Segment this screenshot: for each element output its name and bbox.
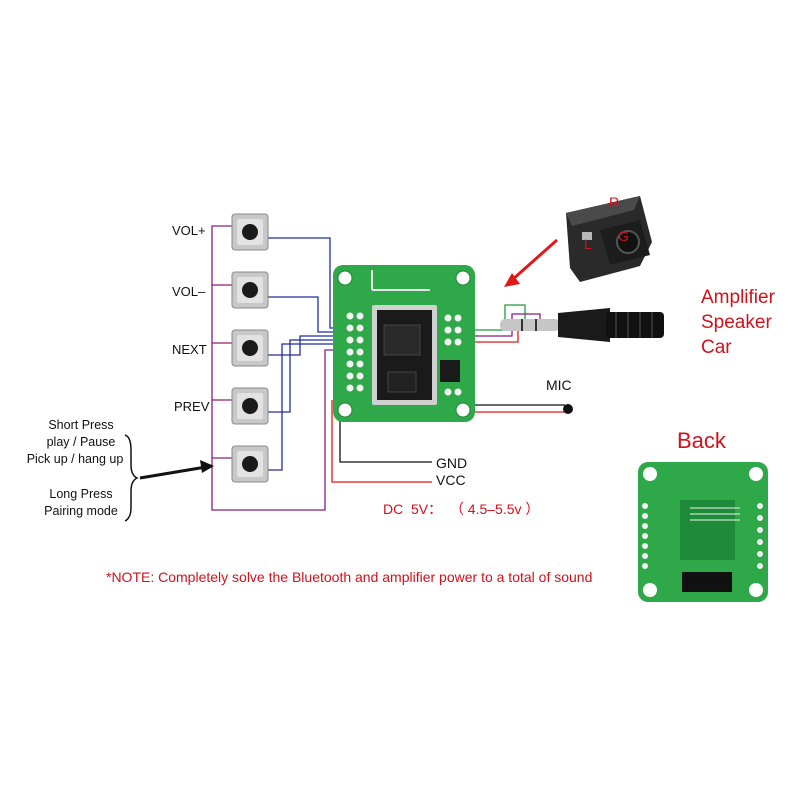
button-vol-minus [231,271,269,309]
label-vcc: VCC [436,472,466,488]
wire-prev [268,339,362,413]
jack-pin-l: L [584,236,592,252]
back-board [638,462,768,602]
label-short-press: Short Press [48,418,114,432]
label-next: NEXT [172,342,207,357]
bluetooth-board [333,265,475,422]
button-vol-plus [231,213,269,251]
button-next [231,329,269,367]
label-long-press: Long Press [49,487,113,501]
push-buttons [231,213,269,483]
label-pairing-mode: Pairing mode [44,504,118,518]
label-mic: MIC [546,377,572,393]
audio-plug [500,308,664,342]
multi-button-description: Short Press play / Pause Pick up / hang … [27,417,126,520]
label-speaker: Speaker [701,312,772,333]
wire-next [268,335,362,356]
wire-common [211,225,362,511]
jack-pin-r: R [609,194,620,210]
mic-icon [563,404,573,414]
label-pick-up: Pick up / hang up [26,452,124,466]
label-car: Car [701,337,732,358]
output-description: Amplifier Speaker Car [701,285,775,360]
note-text: *NOTE: Completely solve the Bluetooth an… [106,569,593,585]
label-vol-plus: VOL+ [172,223,206,238]
arrow-icon [139,460,214,480]
wire-multi [268,343,362,471]
brace-icon [124,434,139,522]
button-multi [231,445,269,483]
wire-vcc [331,400,432,483]
label-play-pause: play / Pause [46,435,116,449]
label-gnd: GND [436,455,468,471]
jack-pointer-arrow [504,238,558,287]
label-amplifier: Amplifier [701,287,775,308]
button-prev [231,387,269,425]
label-vol-minus: VOL– [172,284,206,299]
audio-jack-socket [566,196,652,282]
label-dc-power: DC 5V： （ 4.5–5.5v ） [383,501,540,517]
mic-wires [470,404,565,413]
jack-pin-g: G [618,228,629,244]
label-back: Back [677,428,726,453]
label-prev: PREV [174,399,210,414]
